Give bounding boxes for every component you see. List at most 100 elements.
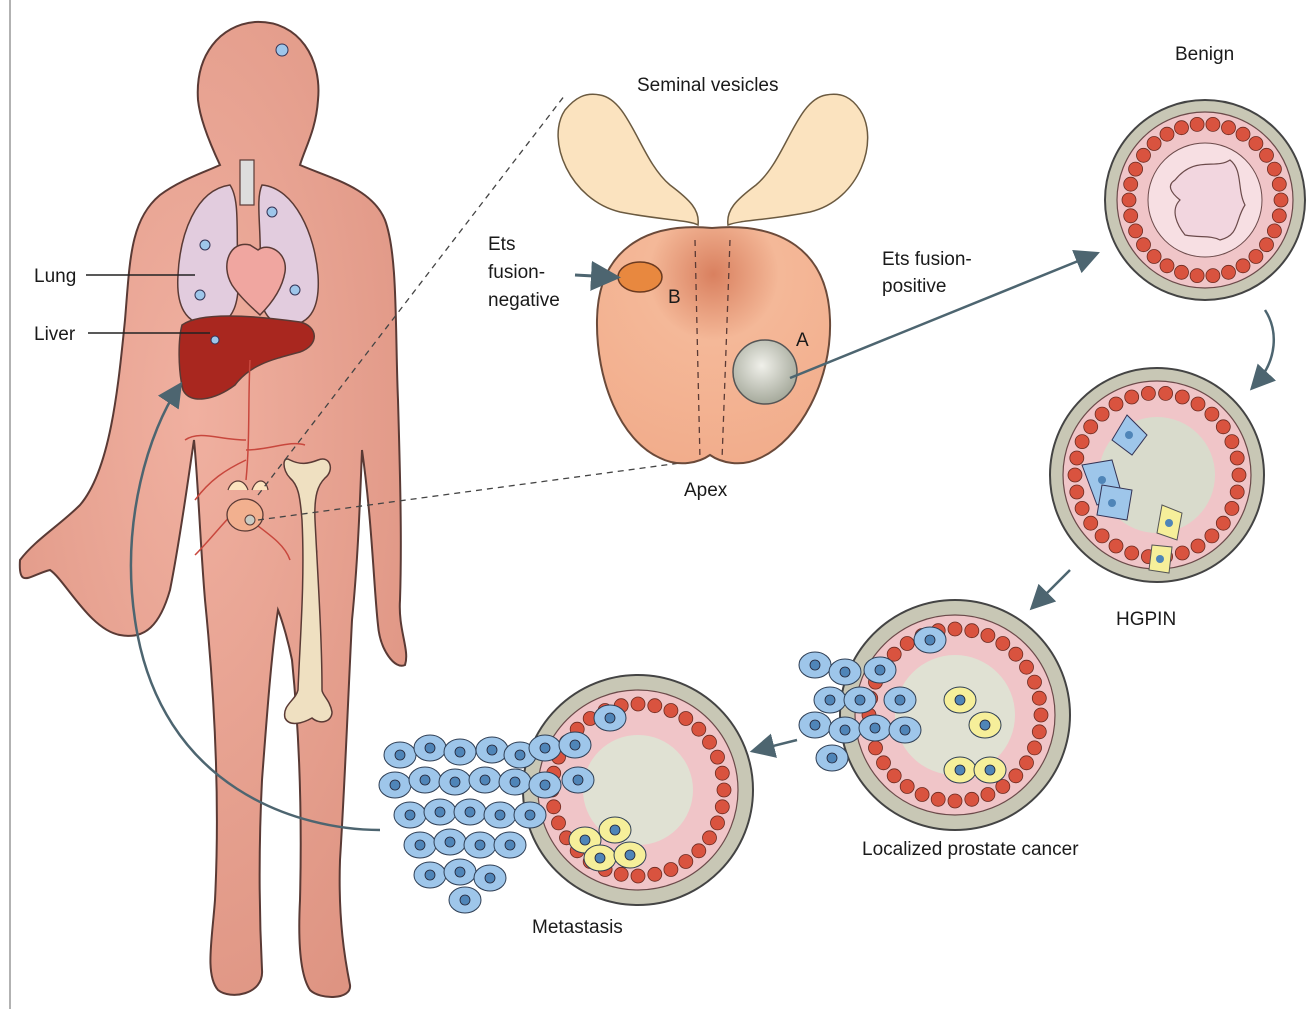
tumor-cell-nucleus — [395, 750, 405, 760]
tumor-cell-nucleus — [855, 695, 865, 705]
benign-to-hgpin-arrow — [1255, 310, 1274, 385]
epithelial-nucleus — [1260, 238, 1274, 252]
ets-negative-arrow — [575, 275, 612, 277]
epithelial-nucleus — [1075, 501, 1089, 515]
epithelial-nucleus — [1232, 468, 1246, 482]
hgpin-gland-icon — [1050, 368, 1264, 582]
epithelial-nucleus — [1095, 529, 1109, 543]
tumor-cell-nucleus — [925, 635, 935, 645]
epithelial-nucleus — [1205, 407, 1219, 421]
localized-to-metastasis-arrow — [757, 740, 797, 750]
epithelial-nucleus — [1109, 539, 1123, 553]
tumor-cell-nucleus — [445, 837, 455, 847]
epithelial-nucleus — [1274, 193, 1288, 207]
epithelial-nucleus — [1141, 386, 1155, 400]
epithelial-nucleus — [1175, 265, 1189, 279]
tumor-cell-nucleus — [510, 777, 520, 787]
tumor-cell-nucleus — [980, 720, 990, 730]
epithelial-nucleus — [1160, 259, 1174, 273]
epithelial-nucleus — [887, 769, 901, 783]
localized-label: Localized prostate cancer — [862, 839, 1079, 860]
focus-a-label: A — [796, 330, 809, 351]
epithelial-nucleus — [900, 780, 914, 794]
epithelial-nucleus — [1159, 386, 1173, 400]
benign-label: Benign — [1175, 44, 1234, 65]
epithelial-nucleus — [1190, 269, 1204, 283]
epithelial-nucleus — [1216, 420, 1230, 434]
epithelial-nucleus — [900, 637, 914, 651]
epithelial-nucleus — [1034, 708, 1048, 722]
epithelial-nucleus — [1267, 162, 1281, 176]
focus-a-icon — [733, 340, 797, 404]
epithelial-nucleus — [631, 697, 645, 711]
epithelial-nucleus — [1236, 259, 1250, 273]
epithelial-nucleus — [948, 622, 962, 636]
tumor-cell-nucleus — [425, 743, 435, 753]
epithelial-nucleus — [1267, 224, 1281, 238]
prostate-icon — [558, 94, 868, 463]
epithelial-nucleus — [1020, 756, 1034, 770]
epithelial-nucleus — [1124, 209, 1138, 223]
epithelial-nucleus — [648, 699, 662, 713]
tumor-cell-nucleus — [450, 777, 460, 787]
hgpin-to-localized-arrow — [1035, 570, 1070, 605]
epithelial-nucleus — [996, 637, 1010, 651]
tumor-cell-nucleus — [480, 775, 490, 785]
epithelial-nucleus — [1137, 148, 1151, 162]
epithelial-nucleus — [869, 741, 883, 755]
epithelial-nucleus — [1206, 117, 1220, 131]
tumor-cell-nucleus — [625, 850, 635, 860]
liver-label: Liver — [34, 324, 76, 345]
tumor-cell-nucleus — [595, 853, 605, 863]
epithelial-nucleus — [1122, 193, 1136, 207]
epithelial-nucleus — [1129, 224, 1143, 238]
epithelial-nucleus — [715, 766, 729, 780]
tumor-cell-nucleus — [435, 807, 445, 817]
ets-positive-arrow — [790, 255, 1093, 378]
epithelial-nucleus — [703, 735, 717, 749]
ets-negative-line1: Ets — [488, 234, 515, 255]
apex-label: Apex — [684, 480, 728, 501]
epithelial-nucleus — [931, 792, 945, 806]
epithelial-nucleus — [1260, 148, 1274, 162]
epithelial-nucleus — [715, 800, 729, 814]
tumor-cell-nucleus — [955, 695, 965, 705]
epithelial-nucleus — [1272, 209, 1286, 223]
epithelial-nucleus — [679, 712, 693, 726]
tumor-cell-nucleus — [475, 840, 485, 850]
tumor-cell-nucleus — [420, 775, 430, 785]
tumor-cell-nucleus — [487, 745, 497, 755]
epithelial-nucleus — [877, 756, 891, 770]
tumor-cell-nucleus — [870, 723, 880, 733]
epithelial-nucleus — [1236, 127, 1250, 141]
tumor-cell-nucleus — [605, 713, 615, 723]
tumor-cell-nucleus — [955, 765, 965, 775]
epithelial-nucleus — [1191, 397, 1205, 411]
tumor-cell-nucleus — [825, 695, 835, 705]
epithelial-nucleus — [1230, 451, 1244, 465]
tumor-cell-nucleus — [570, 740, 580, 750]
tumor-cell-nucleus — [425, 870, 435, 880]
lung-label: Lung — [34, 266, 76, 287]
epithelial-nucleus — [1125, 546, 1139, 560]
epithelial-nucleus — [1068, 468, 1082, 482]
tumor-cell-nucleus — [415, 840, 425, 850]
epithelial-nucleus — [717, 783, 731, 797]
epithelial-nucleus — [1147, 137, 1161, 151]
epithelial-nucleus — [915, 788, 929, 802]
epithelial-nucleus — [692, 722, 706, 736]
human-body-icon — [20, 22, 406, 997]
epithelial-nucleus — [981, 788, 995, 802]
epithelial-nucleus — [1109, 397, 1123, 411]
epithelial-nucleus — [648, 867, 662, 881]
epithelial-nucleus — [1075, 435, 1089, 449]
epithelial-nucleus — [664, 704, 678, 718]
epithelial-nucleus — [1175, 121, 1189, 135]
epithelial-nucleus — [1009, 647, 1023, 661]
tumor-cell-nucleus — [580, 835, 590, 845]
epithelial-nucleus — [1137, 238, 1151, 252]
epithelial-nucleus — [692, 844, 706, 858]
tumor-cell-nucleus — [515, 750, 525, 760]
tumor-cell-nucleus — [875, 665, 885, 675]
